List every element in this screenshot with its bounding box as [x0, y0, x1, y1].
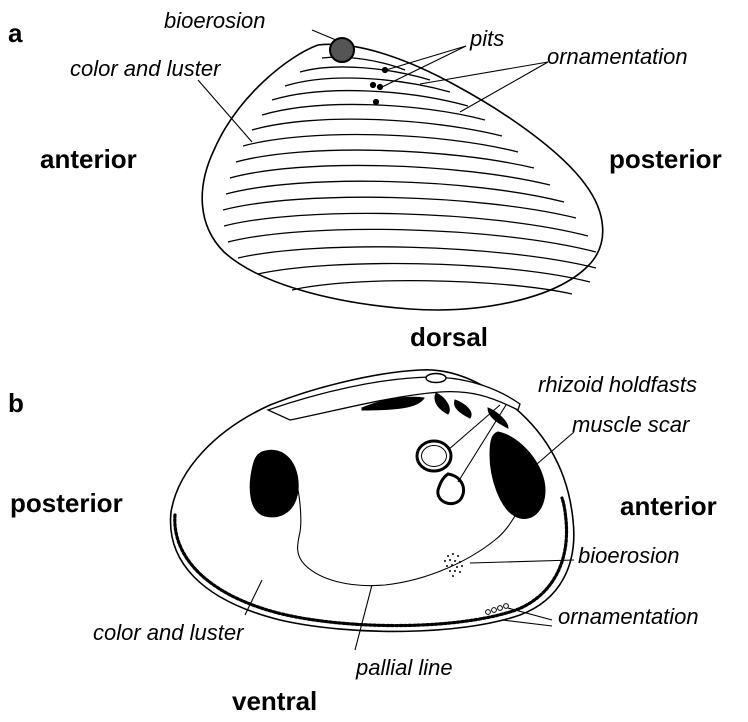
panel-a: a	[8, 8, 722, 310]
panel-b-letter: b	[8, 388, 24, 418]
label-dorsal: dorsal	[410, 322, 488, 352]
label-pits: pits	[469, 26, 504, 51]
bioerosion-boring	[330, 38, 354, 62]
panel-b: dorsal b	[8, 322, 717, 716]
label-color-luster-b: color and luster	[93, 620, 245, 645]
label-rhizoid-holdfasts: rhizoid holdfasts	[538, 372, 697, 397]
label-posterior-a: posterior	[609, 144, 722, 174]
label-ventral: ventral	[232, 686, 317, 716]
label-posterior-b: posterior	[10, 488, 123, 518]
label-bioerosion-a: bioerosion	[164, 8, 266, 33]
label-ornamentation-b: ornamentation	[558, 604, 699, 629]
label-anterior-a: anterior	[40, 144, 137, 174]
label-muscle-scar: muscle scar	[572, 412, 691, 437]
label-bioerosion-b: bioerosion	[578, 543, 680, 568]
shell-outline-exterior	[202, 44, 603, 310]
label-pallial-line: pallial line	[355, 655, 453, 680]
label-anterior-b: anterior	[620, 491, 717, 521]
label-color-luster-a: color and luster	[70, 56, 222, 81]
ligament-pit	[426, 374, 446, 383]
panel-a-letter: a	[8, 18, 23, 48]
label-ornamentation-a: ornamentation	[547, 44, 688, 69]
muscle-scar-posterior	[250, 450, 298, 517]
